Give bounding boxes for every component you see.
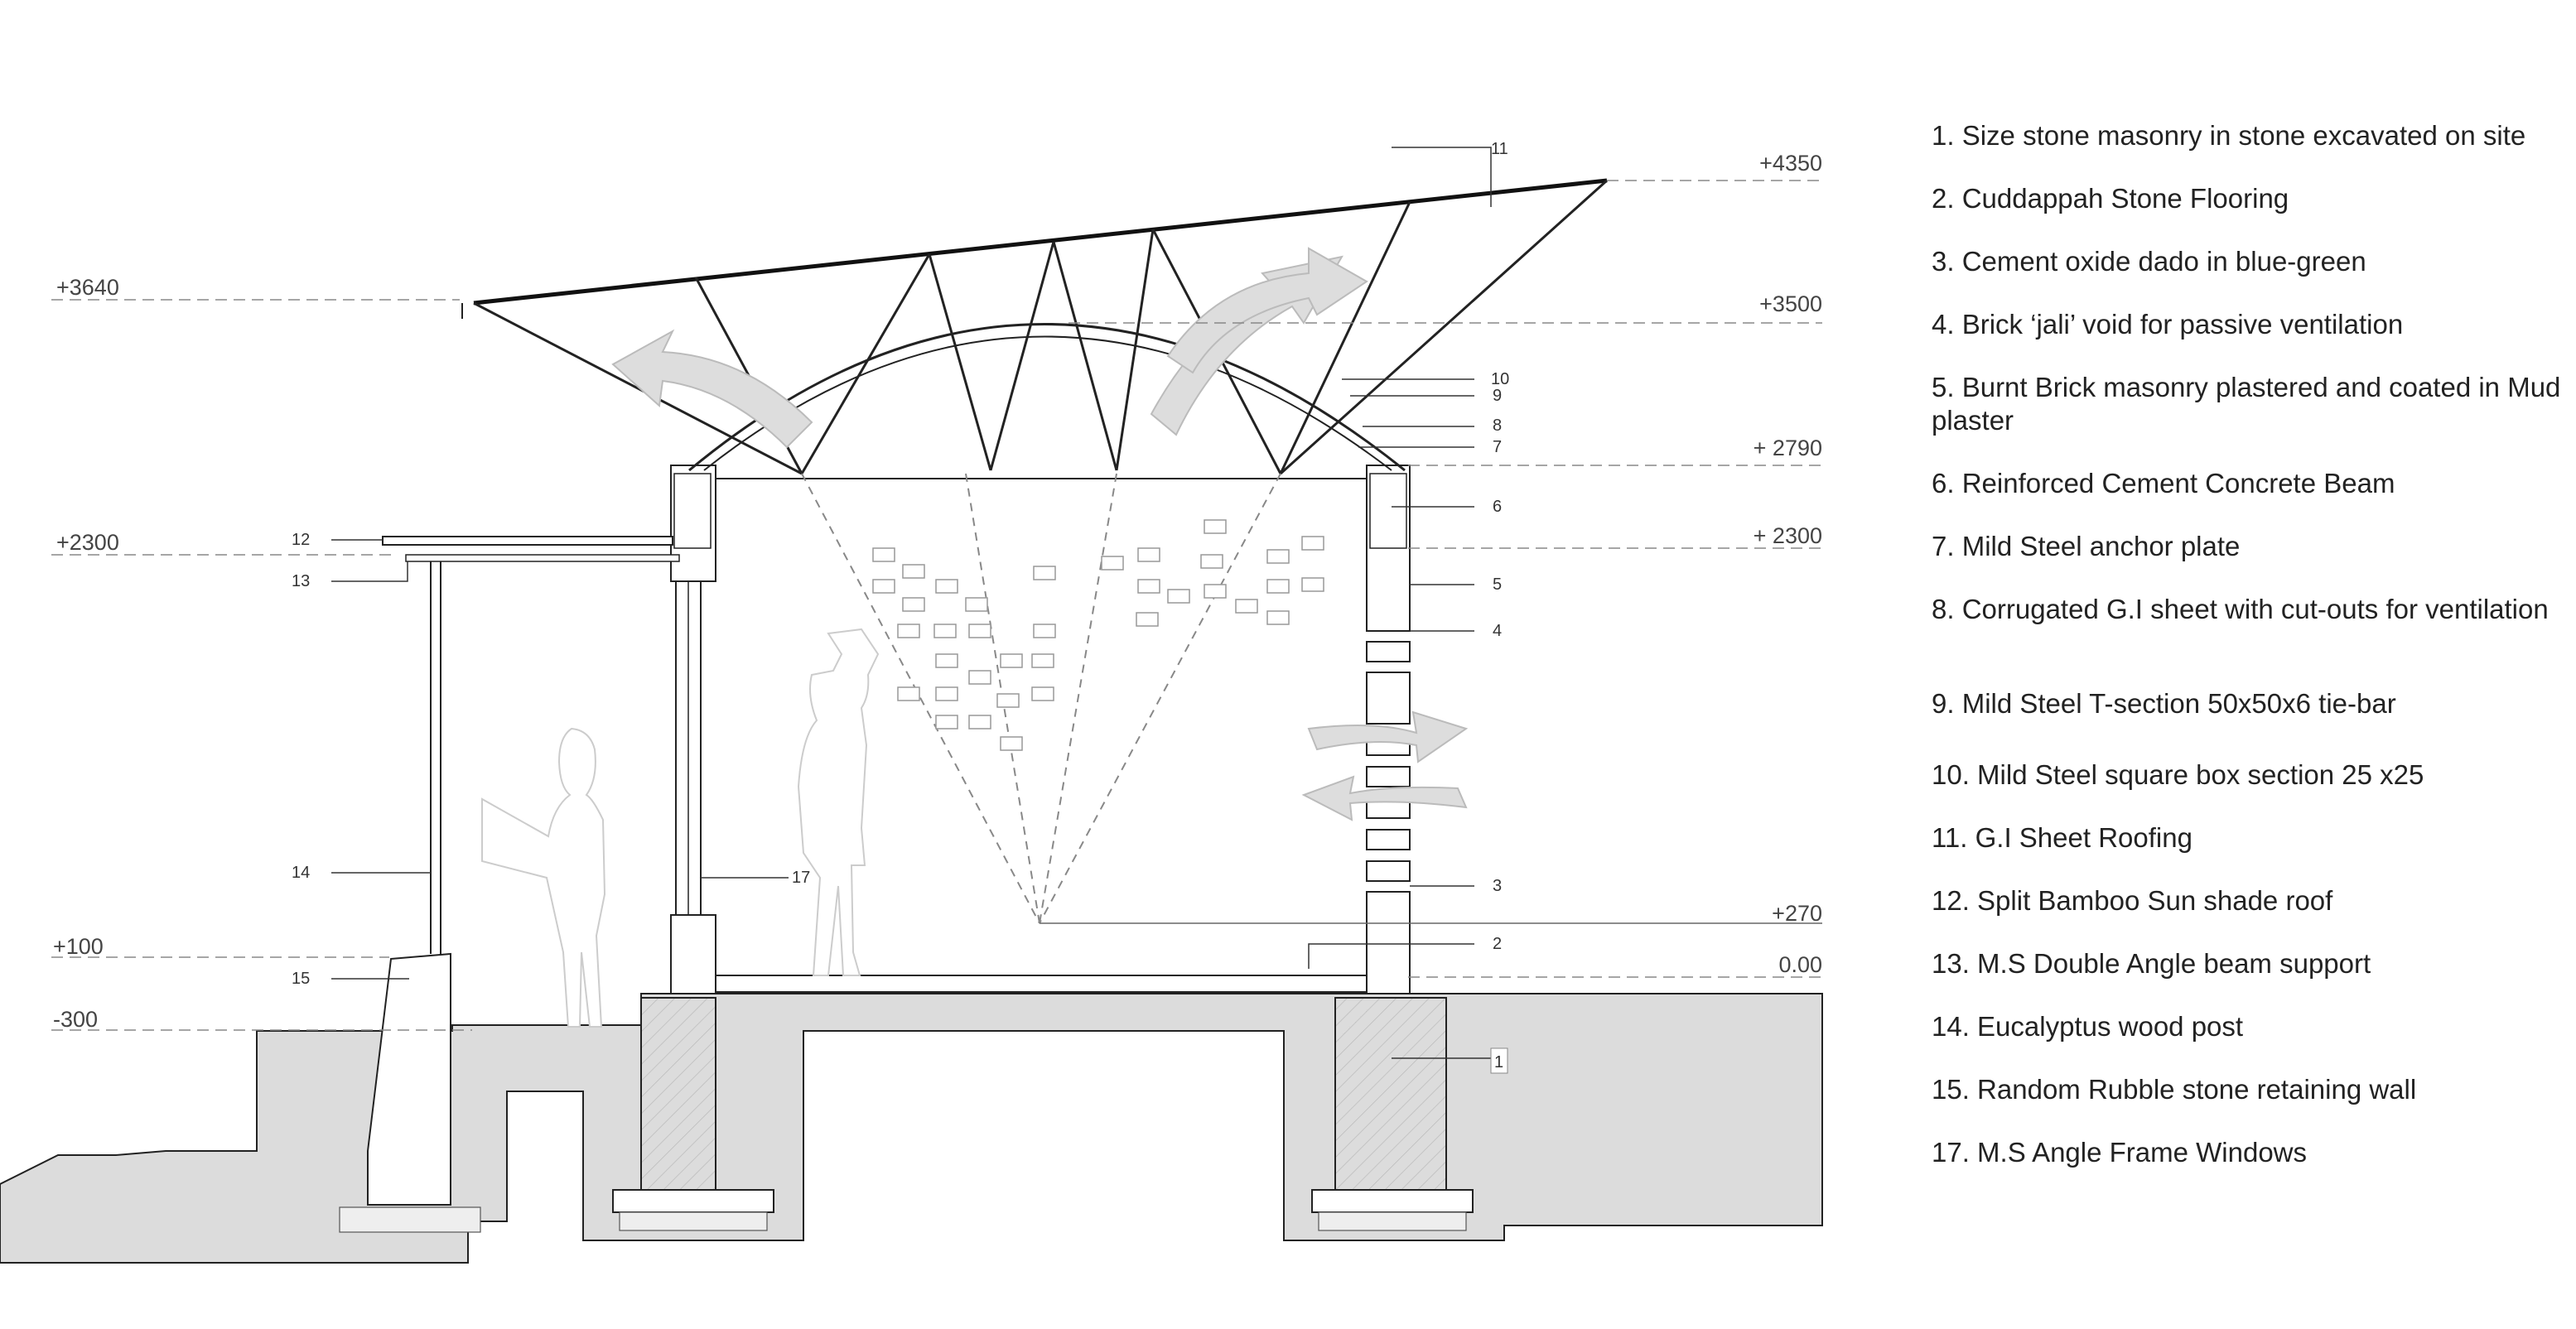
footing-right-base [1311,1189,1474,1213]
legend-item-8: 8. Corrugated G.I sheet with cut-outs fo… [1932,594,2549,624]
legend-item-13: 13. M.S Double Angle beam support [1932,948,2371,979]
tag-9: 9 [1493,387,1502,405]
level-lines [51,180,1822,1031]
level-floor: 0.00 [1778,952,1822,977]
tag-6: 6 [1493,498,1502,516]
corrugated-vault [688,323,1406,472]
legend-item-10: 10. Mild Steel square box section 25 x25 [1932,759,2424,790]
legend-item-11: 11. G.I Sheet Roofing [1932,822,2192,853]
level-wall-top: + 2790 [1754,436,1822,460]
footing-right [1334,997,1447,1191]
level-outer-ground: +100 [53,934,104,959]
legend-item-7: 7. Mild Steel anchor plate [1932,531,2241,561]
tag-17: 17 [792,869,810,887]
jali-brick-2 [1366,672,1411,725]
jali-brick-6 [1366,829,1411,850]
footing-left-base [612,1189,774,1213]
light-patches [872,519,1324,751]
tag-15: 15 [292,970,310,988]
level-left-eave: +3640 [56,275,119,300]
footing-right-pad [1318,1211,1467,1231]
level-sill: +270 [1772,901,1822,926]
gi-roof-sheet [473,178,1608,306]
tag-5: 5 [1493,575,1502,594]
beam-left [673,473,712,549]
tag-3: 3 [1493,877,1502,895]
legend-item-2: 2. Cuddappah Stone Flooring [1932,183,2289,214]
level-shade-left: +2300 [56,530,119,555]
retaining-wall [367,952,451,1206]
wall-right-lower [1366,891,1411,994]
wall-left-lower [670,914,716,994]
tag-12: 12 [292,531,310,549]
person-inside [797,628,880,976]
truss [473,179,1609,475]
legend-item-3: 3. Cement oxide dado in blue-green [1932,246,2366,277]
tag-1-box [1490,1047,1508,1074]
jali-brick-1 [1366,641,1411,662]
ground-section [0,993,1823,1264]
retaining-wall-pad [339,1206,481,1233]
tag-11: 11 [1491,140,1508,158]
legend-item-4: 4. Brick ‘jali’ void for passive ventila… [1932,309,2404,339]
tag-1: 1 [1494,1053,1503,1071]
tag-10: 10 [1491,370,1509,388]
tag-14: 14 [292,864,310,882]
level-beam-right: + 2300 [1754,523,1822,548]
level-vault: +3500 [1759,291,1822,316]
corrugated-vault-inner [703,335,1392,471]
vent-arrows [611,247,1469,821]
footing-left [640,997,716,1191]
legend-item-12: 12. Split Bamboo Sun shade roof [1932,885,2333,916]
person-outside [481,727,606,1028]
level-top-roof: +4350 [1759,151,1822,176]
footing-left-pad [619,1211,768,1231]
leader-lines [331,147,1492,1059]
bamboo-sunshade [382,536,673,546]
legend-item-14: 14. Eucalyptus wood post [1932,1011,2244,1042]
legend-item-9: 9. Mild Steel T-section 50x50x6 tie-bar [1932,688,2396,719]
legend-item-15: 15. Random Rubble stone retaining wall [1932,1074,2417,1105]
legend-item-17: 17. M.S Angle Frame Windows [1932,1137,2308,1168]
tag-13: 13 [292,572,310,590]
tag-2: 2 [1493,935,1502,953]
legend-item-5: 5. Burnt Brick masonry plastered and coa… [1932,372,2561,436]
legend-item-1: 1. Size stone masonry in stone excavated… [1932,120,2526,151]
sunshade-angle [405,554,680,562]
jali-brick-7 [1366,860,1411,882]
tag-8: 8 [1493,417,1502,435]
tag-7: 7 [1493,438,1502,456]
legend-item-6: 6. Reinforced Cement Concrete Beam [1932,468,2395,498]
tag-4: 4 [1493,622,1502,640]
level-footing: -300 [53,1007,98,1032]
beam-right [1369,473,1407,549]
floor-slab [715,975,1368,993]
jali-brick-4 [1366,766,1411,787]
